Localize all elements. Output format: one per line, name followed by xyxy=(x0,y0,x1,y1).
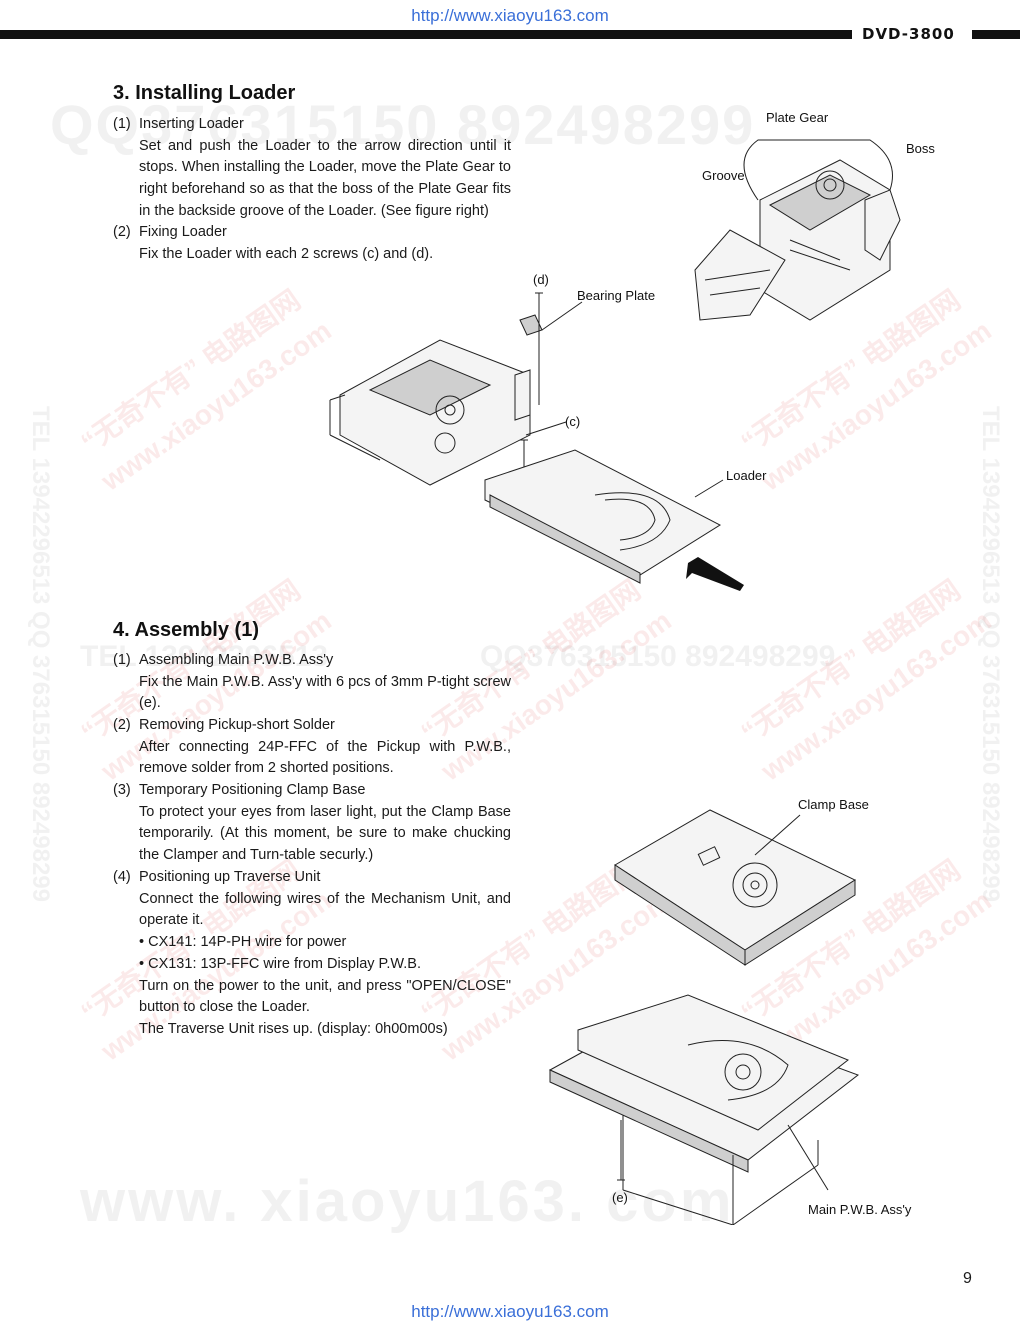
label-screw-d: (d) xyxy=(533,272,549,287)
label-boss: Boss xyxy=(906,141,935,156)
label-screw-c: (c) xyxy=(565,414,581,429)
main-pwb-assembly-figure xyxy=(548,994,860,1225)
label-clamp-base: Clamp Base xyxy=(798,797,869,812)
item-heading: Assembling Main P.W.B. Ass'y xyxy=(139,652,334,668)
item-number: (2) xyxy=(113,717,131,733)
item-number: (3) xyxy=(113,782,131,798)
item-heading: Fixing Loader xyxy=(139,224,227,240)
header-bar: DVD-3800 xyxy=(0,25,1020,43)
item-heading: Temporary Positioning Clamp Base xyxy=(139,782,366,798)
item-number: (2) xyxy=(113,224,131,240)
label-plate-gear: Plate Gear xyxy=(766,110,829,125)
item-text: Fix the Loader with each 2 screws (c) an… xyxy=(139,245,434,262)
section3-item-2: (2) Fixing Loader Fix the Loader with ea… xyxy=(113,222,513,268)
label-bearing-plate: Bearing Plate xyxy=(577,288,656,303)
clamp-base-figure xyxy=(614,809,857,966)
item-number: (4) xyxy=(113,869,131,885)
section3-item-1: (1) Inserting Loader Set and push the Lo… xyxy=(113,114,513,224)
header-url-link[interactable]: http://www.xiaoyu163.com xyxy=(411,6,609,25)
section3-title: 3. Installing Loader xyxy=(113,82,296,104)
label-groove: Groove xyxy=(702,168,745,183)
watermark-qq-mid: QQ376315150 892498299 xyxy=(480,640,836,673)
item-heading: Inserting Loader xyxy=(139,116,244,132)
label-loader: Loader xyxy=(726,468,767,483)
item-heading: Positioning up Traverse Unit xyxy=(139,869,321,885)
item-text: To protect your eyes from laser light, p… xyxy=(139,803,511,864)
item-text: After connecting 24P-FFC of the Pickup w… xyxy=(139,738,511,777)
item-number: (1) xyxy=(113,652,131,668)
item-text: The Traverse Unit rises up. (display: 0h… xyxy=(139,1020,448,1037)
watermark-tel-vertical-left: TEL 13942296513 QQ 376315150 892498299 xyxy=(27,406,54,902)
label-screw-e: (e) xyxy=(612,1190,628,1205)
plate-gear-detail-figure xyxy=(694,139,901,321)
footer-url-link[interactable]: http://www.xiaoyu163.com xyxy=(411,1302,609,1321)
watermark-tel-vertical-right: TEL 13942296513 QQ 376315150 892498299 xyxy=(977,406,1004,902)
item-text: Connect the following wires of the Mecha… xyxy=(139,890,511,929)
section4-item-4: (4) Positioning up Traverse Unit Connect… xyxy=(113,867,513,1047)
section4-item-3: (3) Temporary Positioning Clamp Base To … xyxy=(113,780,513,868)
section4-title: 4. Assembly (1) xyxy=(113,619,259,641)
item-text: Set and push the Loader to the arrow dir… xyxy=(139,137,511,219)
item-text: Turn on the power to the unit, and press… xyxy=(139,977,511,1016)
item-heading: Removing Pickup-short Solder xyxy=(139,717,335,733)
item-bullet: • CX131: 13P-FFC wire from Display P.W.B… xyxy=(139,955,421,972)
watermark-qq-top: QQ376315150 892498299 xyxy=(50,93,756,156)
item-bullet: • CX141: 14P-PH wire for power xyxy=(139,934,347,951)
page-number: 9 xyxy=(963,1270,972,1287)
section4-item-1: (1) Assembling Main P.W.B. Ass'y Fix the… xyxy=(113,650,513,716)
label-main-pwb: Main P.W.B. Ass'y xyxy=(808,1202,912,1217)
section4-item-2: (2) Removing Pickup-short Solder After c… xyxy=(113,715,513,781)
loader-installation-figure xyxy=(329,292,744,591)
item-number: (1) xyxy=(113,116,131,132)
model-name: DVD-3800 xyxy=(862,25,955,43)
watermark-tel-mid: TEL 13942296513 xyxy=(80,640,328,673)
item-text: Fix the Main P.W.B. Ass'y with 6 pcs of … xyxy=(139,673,511,712)
